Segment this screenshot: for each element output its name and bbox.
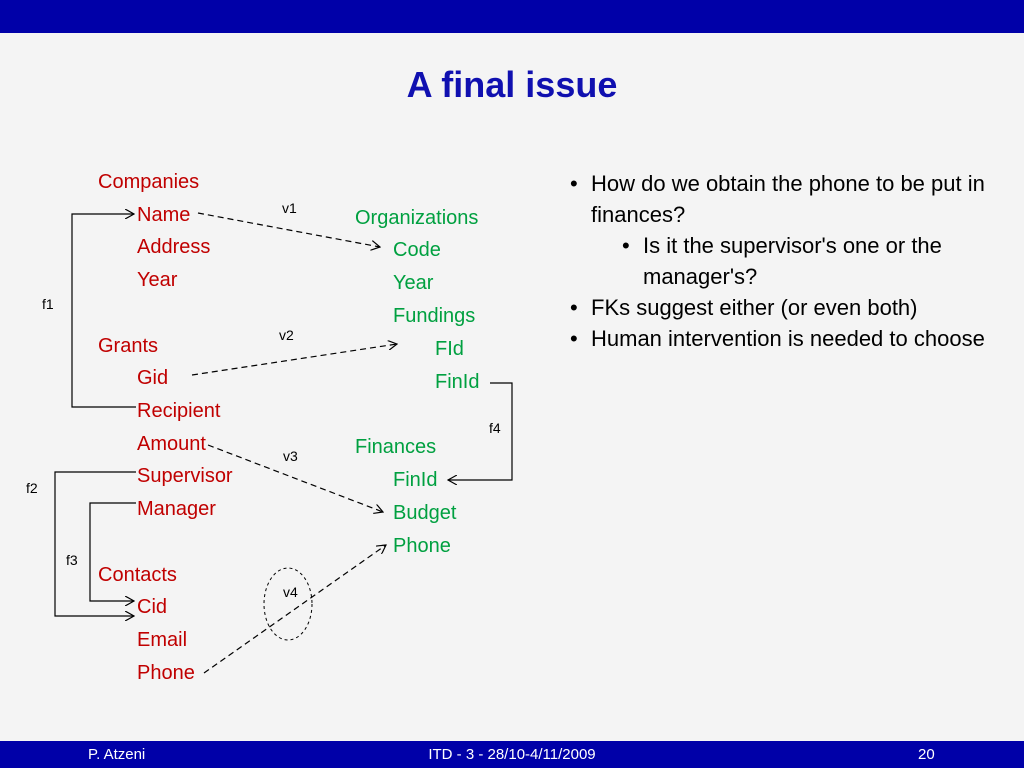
entity-companies: Companies (98, 171, 200, 193)
entity-finances: Finances (355, 436, 437, 458)
arrow-f1 (71, 214, 136, 408)
label-v1: v1 (282, 200, 297, 216)
footer-author: P. Atzeni (88, 746, 146, 763)
attr-finances-finid: FinId (393, 469, 438, 491)
arrow-f4 (448, 382, 513, 480)
attr-organizations-code: Code (393, 239, 441, 261)
attr-companies-year: Year (137, 269, 178, 291)
label-v4: v4 (283, 584, 298, 600)
label-f4: f4 (489, 420, 501, 436)
entity-contacts: Contacts (98, 564, 177, 586)
entity-grants: Grants (98, 335, 159, 357)
top-bar (0, 0, 1024, 33)
bullet-subitem: Is it the supervisor's one or the manage… (622, 230, 1000, 292)
footer-page-number: 20 (918, 746, 935, 763)
attr-contacts-phone: Phone (137, 662, 195, 684)
bullet-item: Human intervention is needed to choose (570, 323, 1000, 354)
label-v2: v2 (279, 327, 294, 343)
attr-grants-amount: Amount (137, 433, 206, 455)
attr-grants-gid: Gid (137, 367, 169, 389)
attr-organizations-finid: FinId (435, 371, 480, 393)
arrow-v4 (203, 545, 386, 674)
v4-highlight-ellipse (263, 567, 313, 641)
attr-organizations-year: Year (393, 272, 434, 294)
label-f2: f2 (26, 480, 38, 496)
attr-companies-address: Address (137, 236, 211, 258)
attr-contacts-cid: Cid (137, 596, 168, 618)
attr-organizations-fundings: Fundings (393, 305, 476, 327)
arrow-v3 (207, 444, 383, 512)
arrow-v1 (197, 212, 380, 247)
label-v3: v3 (283, 448, 298, 464)
attr-companies-name: Name (137, 204, 191, 226)
slide-title: A final issue (406, 64, 618, 105)
footer-course: ITD - 3 - 28/10-4/11/2009 (428, 746, 596, 763)
arrow-f3 (89, 502, 136, 601)
attr-grants-supervisor: Supervisor (137, 465, 233, 487)
footer-bar: P. Atzeni ITD - 3 - 28/10-4/11/2009 20 (0, 741, 1024, 768)
bullet-list: How do we obtain the phone to be put in … (570, 168, 1000, 354)
attr-grants-recipient: Recipient (137, 400, 221, 422)
arrow-f2 (54, 471, 136, 616)
entity-organizations: Organizations (355, 207, 479, 229)
arrow-v2 (191, 344, 397, 376)
label-f3: f3 (66, 552, 78, 568)
attr-finances-budget: Budget (393, 502, 457, 524)
attr-organizations-fid: FId (435, 338, 464, 360)
attr-contacts-email: Email (137, 629, 188, 651)
attr-finances-phone: Phone (393, 535, 451, 557)
bullet-item: How do we obtain the phone to be put in … (570, 168, 1000, 230)
bullet-item: FKs suggest either (or even both) (570, 292, 1000, 323)
attr-grants-manager: Manager (137, 498, 216, 520)
label-f1: f1 (42, 296, 54, 312)
